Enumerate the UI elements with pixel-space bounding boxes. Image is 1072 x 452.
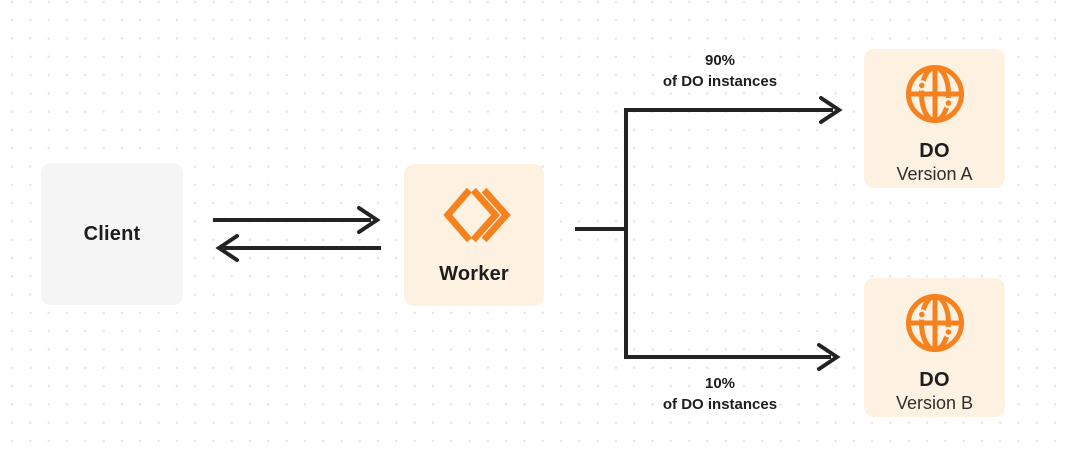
arrow-to-do-version-a — [819, 96, 843, 124]
do-version-a-subtitle: Version A — [896, 164, 973, 184]
split-a-percent: 90% — [704, 52, 736, 69]
client-node: Client — [41, 163, 183, 305]
arrow-to-do-version-b — [817, 343, 841, 371]
client-node-label: Client — [83, 223, 141, 245]
do-version-b-subtitle: Version B — [895, 393, 974, 413]
split-label-10-percent: 10% of DO instances — [635, 373, 805, 415]
globe-icon — [905, 294, 964, 352]
arrow-client-to-worker — [213, 206, 381, 234]
do-version-a-node: DO Version A — [864, 49, 1005, 188]
split-b-caption: of DO instances — [662, 396, 778, 413]
do-version-b-node: DO Version B — [864, 278, 1005, 417]
split-a-caption: of DO instances — [662, 73, 778, 90]
branch-connector — [575, 108, 833, 359]
workers-chevrons-icon — [443, 187, 511, 243]
worker-node-label: Worker — [439, 263, 509, 285]
worker-node: Worker — [404, 164, 544, 306]
split-b-percent: 10% — [704, 375, 736, 392]
split-label-90-percent: 90% of DO instances — [635, 50, 805, 92]
do-version-b-title: DO — [919, 369, 950, 391]
globe-icon — [905, 65, 964, 123]
do-version-a-title: DO — [919, 140, 950, 162]
arrow-worker-to-client — [215, 234, 381, 262]
